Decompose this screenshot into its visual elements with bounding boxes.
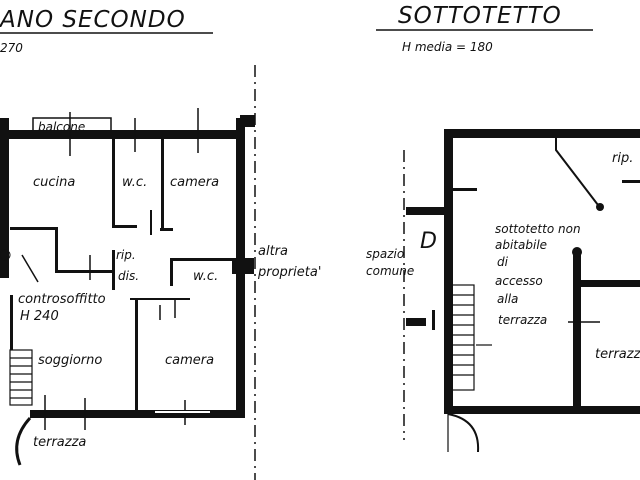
attic-label-5: alla — [497, 292, 518, 306]
neighbor-label-1: altra — [258, 244, 288, 259]
room-label-wc-2: w.c. — [193, 269, 218, 284]
attic-label-4: accesso — [495, 274, 543, 288]
room-label-camera-2: camera — [165, 353, 214, 368]
attic-label-1: sottotetto non — [495, 222, 581, 236]
left-plan-height: 270 — [0, 41, 23, 55]
right-plan-title: SOTTOTETTO — [398, 3, 562, 29]
staircase — [9, 349, 33, 466]
left-plan: ANO SECONDO 270 — [0, 7, 321, 480]
attic-label-3: di — [497, 255, 509, 269]
marker-d: D — [420, 229, 437, 254]
right-plan: SOTTOTETTO H media = 180 — [366, 3, 640, 453]
room-label-cucina: cucina — [33, 175, 75, 190]
walls-2 — [406, 129, 640, 414]
attic-label-6: terrazza — [498, 313, 547, 327]
walls — [0, 115, 255, 418]
room-label-wc: w.c. — [122, 175, 147, 190]
arrow-icon — [21, 254, 39, 283]
right-plan-height: H media = 180 — [402, 40, 493, 54]
staircase-2 — [447, 284, 492, 453]
room-label-camera: camera — [170, 175, 219, 190]
room-label-rip-2: rip. — [612, 151, 633, 166]
neighbor-label-2: proprieta' — [257, 265, 321, 280]
room-label-controsoffitto: controsoffitto — [18, 292, 106, 307]
left-plan-title: ANO SECONDO — [0, 7, 186, 33]
window-marks — [44, 108, 210, 430]
shared-label-2: comune — [366, 264, 414, 278]
room-label-controsoffitto-height: H 240 — [20, 309, 59, 324]
room-label-dis: dis. — [118, 269, 139, 283]
room-label-balcone: balcone — [38, 120, 85, 134]
room-label-rip: rip. — [116, 248, 136, 262]
circle-marker — [0, 249, 11, 261]
room-label-terrazza: terrazza — [33, 435, 86, 450]
room-label-terrazza-2: terrazza — [595, 347, 640, 362]
attic-label-2: abitabile — [495, 238, 547, 252]
shared-label-1: spazio — [366, 247, 404, 261]
room-label-soggiorno: soggiorno — [38, 353, 102, 368]
